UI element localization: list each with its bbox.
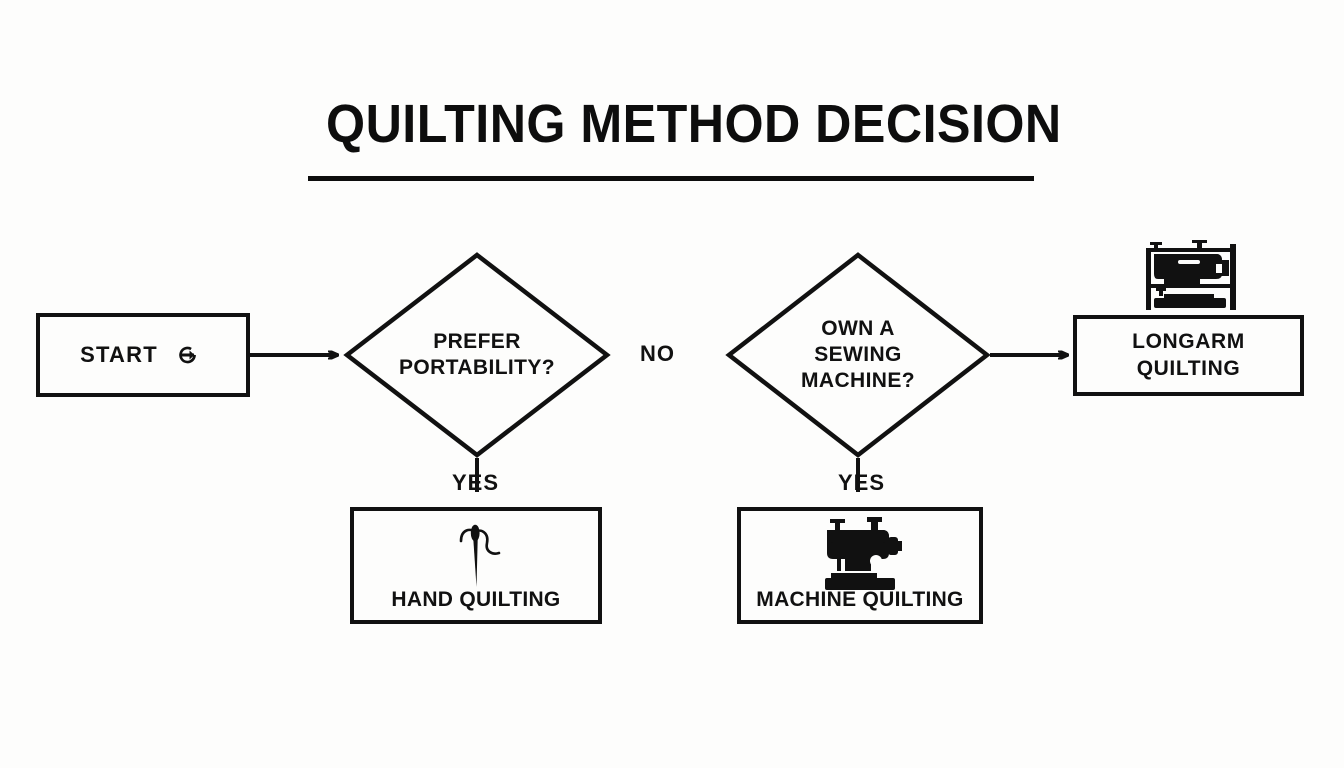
node-start-label: START (80, 341, 158, 367)
needle-thread-icon (459, 524, 501, 587)
node-hand-quilting[interactable]: HAND QUILTING (350, 507, 602, 624)
title-block: QUILTING METHOD DECISION (300, 94, 1062, 181)
title-underline-rule (308, 176, 1034, 181)
diamond-shape (343, 252, 611, 458)
node-hand-quilting-label: HAND QUILTING (391, 588, 561, 612)
edge-label-no: NO (640, 341, 675, 366)
node-longarm-quilting[interactable]: LONGARM QUILTING (1073, 315, 1304, 396)
page-title: QUILTING METHOD DECISION (326, 94, 1062, 154)
node-decision-own-sewing-machine-label: OWN A SEWING MACHINE? (800, 316, 916, 393)
edge-label-yes-machine: YES (838, 470, 886, 495)
diamond-shape (725, 252, 991, 458)
node-longarm-quilting-label: LONGARM QUILTING (1132, 330, 1245, 380)
node-decision-prefer-portability[interactable]: PREFER PORTABILITY? (343, 252, 611, 458)
edge-label-yes-portability: YES (452, 470, 500, 495)
node-machine-quilting-label: MACHINE QUILTING (756, 588, 964, 612)
sewing-machine-icon (825, 517, 902, 590)
node-machine-quilting[interactable]: MACHINE QUILTING (737, 507, 983, 624)
longarm-machine-icon (1146, 240, 1236, 310)
login-icon (179, 346, 196, 364)
node-start[interactable]: START (36, 313, 250, 397)
node-decision-own-sewing-machine[interactable]: OWN A SEWING MACHINE? (725, 252, 991, 458)
node-decision-prefer-portability-label: PREFER PORTABILITY? (398, 329, 556, 379)
